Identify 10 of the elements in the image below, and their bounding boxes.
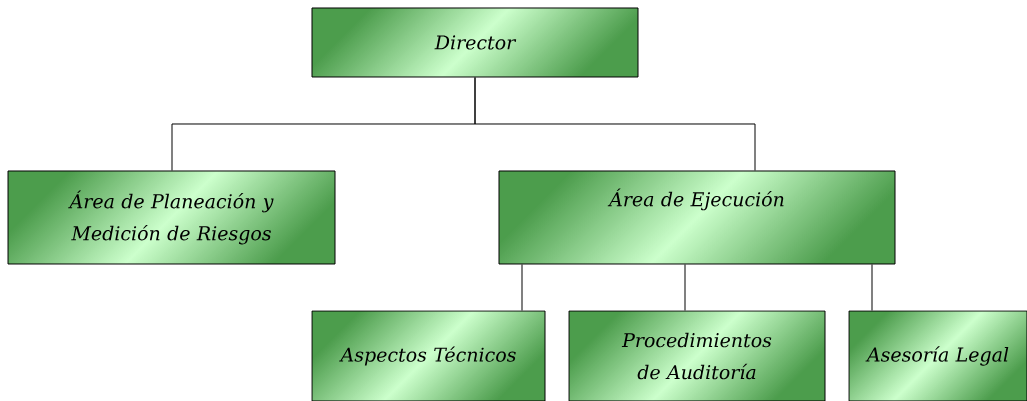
connector-line xyxy=(474,77,756,171)
org-box: Aspectos Técnicos xyxy=(311,310,546,401)
org-box: Asesoría Legal xyxy=(848,310,1027,401)
connector-line xyxy=(684,264,686,311)
org-box: Procedimientos de Auditoría xyxy=(568,310,826,401)
org-box: Área de Planeación y Medición de Riesgos xyxy=(7,170,336,265)
org-box: Área de Ejecución xyxy=(498,170,896,265)
org-box: Director xyxy=(311,7,639,78)
connector-line xyxy=(521,264,523,311)
connector-line xyxy=(871,264,873,311)
